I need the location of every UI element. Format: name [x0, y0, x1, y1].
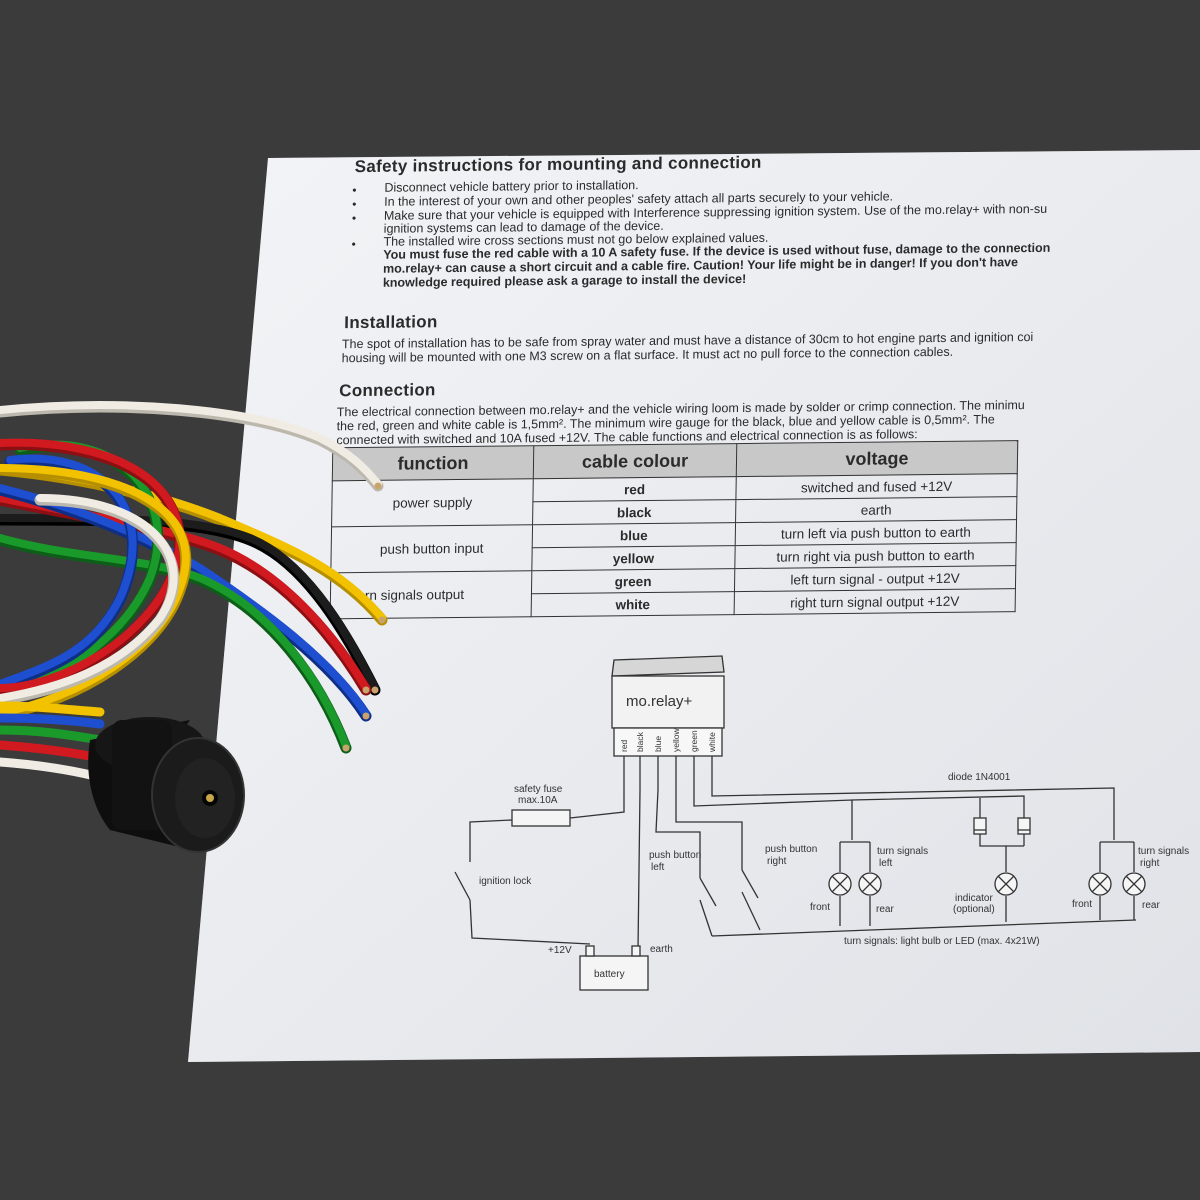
front-right-label: front [1072, 899, 1092, 910]
pin-label: green [689, 730, 699, 752]
round-connector [88, 717, 245, 853]
pin-label: red [619, 739, 629, 752]
push-button-left-label: left [651, 862, 665, 873]
plus12-label: +12V [548, 945, 572, 956]
front-left-label: front [810, 902, 830, 913]
rear-right-label: rear [1142, 900, 1160, 911]
turn-signals-right-label: right [1140, 858, 1160, 869]
relay-cap [611, 655, 725, 677]
diode-label: diode 1N4001 [948, 772, 1011, 783]
indicator-label: (optional) [953, 904, 995, 915]
wire-tips [342, 482, 386, 752]
fuse-rating: max.10A [518, 795, 558, 806]
relay-pin-strip [613, 727, 723, 757]
battery-label: battery [594, 969, 625, 980]
push-button-right-label: right [767, 856, 787, 867]
battery-symbol [579, 955, 649, 991]
rear-left-label: rear [876, 904, 894, 915]
pin-label: blue [653, 736, 663, 752]
push-button-right-label: push button [765, 844, 817, 855]
lamp-symbols [828, 872, 1146, 896]
turn-signals-left-label: turn signals [877, 846, 928, 857]
pin-label: yellow [671, 728, 681, 752]
fuse-label: safety fuse [514, 784, 563, 795]
turn-signals-left-label: left [879, 858, 893, 869]
pin-label: black [635, 731, 645, 752]
fuse-symbol [511, 809, 571, 827]
earth-label: earth [650, 944, 673, 955]
bulb-note: turn signals: light bulb or LED (max. 4x… [844, 936, 1040, 947]
device-label: mo.relay+ [626, 693, 693, 710]
relay-pins [623, 756, 713, 790]
push-button-left-label: push button [649, 850, 701, 861]
indicator-label: indicator [955, 893, 993, 904]
pin-label: white [707, 732, 717, 753]
turn-signals-right-label: turn signals [1138, 846, 1189, 857]
ignition-lock-label: ignition lock [479, 876, 532, 887]
